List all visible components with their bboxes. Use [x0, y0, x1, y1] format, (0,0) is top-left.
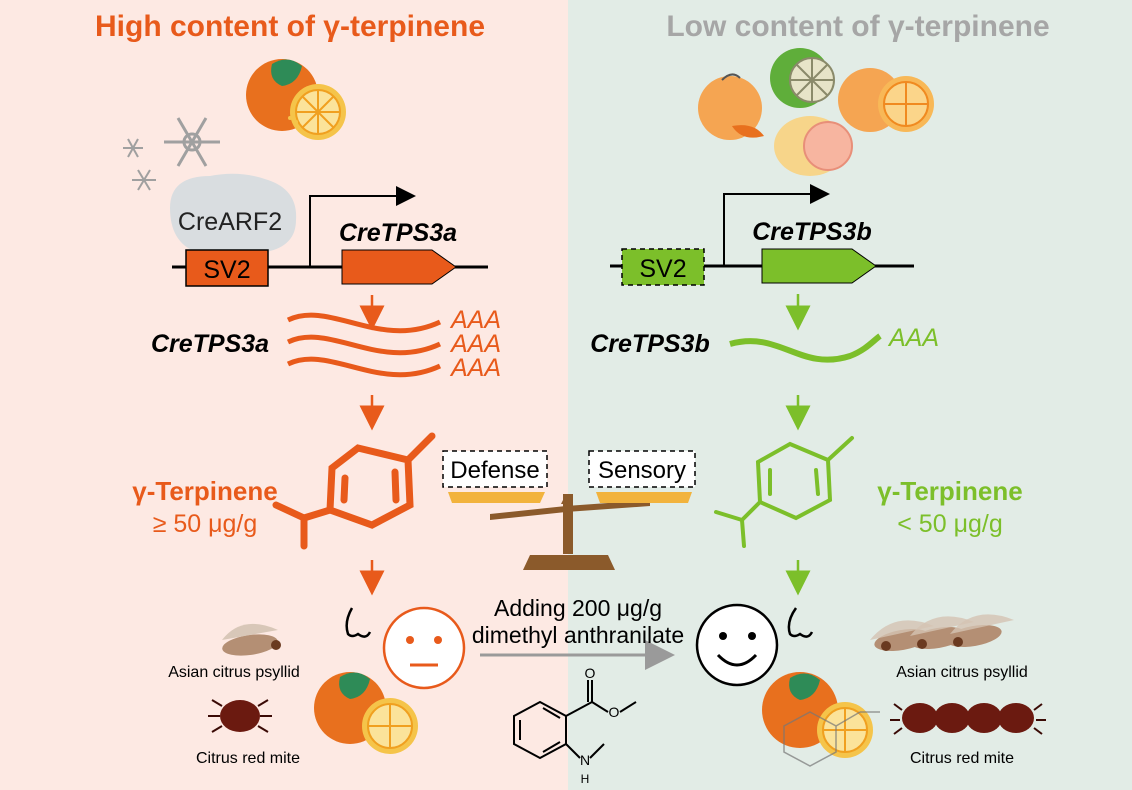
left-tss-arrow: [309, 186, 416, 267]
left-pest2-label: Citrus red mite: [196, 750, 300, 767]
sensory-box: [588, 450, 696, 488]
right-psyllid-icon: [870, 614, 1014, 651]
smiley-face-icon: [695, 603, 779, 687]
defense-label: Defense: [450, 457, 539, 484]
defense-box: [442, 450, 548, 488]
right-pest1-label: Asian citrus psyllid: [896, 664, 1028, 681]
left-panel-background: [0, 0, 568, 790]
left-psyllid-icon: [222, 623, 281, 656]
right-title: Low content of γ-terpinene: [666, 10, 1049, 43]
right-promoter-box: [621, 248, 705, 286]
right-compound-name: γ-Terpinene: [877, 476, 1022, 506]
right-bottom-orange-icon: [762, 672, 880, 767]
left-mite-icon: [208, 699, 272, 733]
left-compound-amount: ≥ 50 μg/g: [153, 510, 258, 538]
neutral-face-icon: [382, 606, 466, 690]
left-transcript-label: CreTPS3a: [151, 330, 269, 358]
dimethyl-anthranilate-structure: [513, 680, 637, 760]
right-gene-arrow: [761, 248, 877, 284]
right-tss-arrow: [723, 184, 830, 266]
left-bottom-orange-icon: [314, 672, 418, 754]
right-pest2-label: Citrus red mite: [910, 750, 1014, 767]
right-terpinene-structure: [714, 436, 854, 548]
right-compound-amount: < 50 μg/g: [897, 510, 1002, 538]
treatment-line1: Adding 200 μg/g: [494, 595, 662, 621]
left-promoter-label: SV2: [203, 256, 250, 284]
left-polyA-3: AAA: [449, 354, 501, 382]
orange-icon: [246, 59, 346, 140]
right-nose-icon: [787, 607, 814, 638]
left-compound-name: γ-Terpinene: [132, 476, 277, 506]
right-promoter-label: SV2: [639, 255, 686, 283]
right-transcript-label: CreTPS3b: [590, 330, 709, 358]
molecule-H: H: [581, 772, 590, 786]
left-nose-icon: [345, 607, 372, 638]
snowflake-icon: [123, 117, 220, 191]
left-pest1-label: Asian citrus psyllid: [168, 664, 300, 681]
left-polyA-1: AAA: [449, 306, 501, 334]
left-polyA-2: AAA: [449, 330, 501, 358]
left-terpinene-structure: [272, 432, 436, 550]
molecule-O2: O: [609, 704, 620, 720]
creARF2-blob: [170, 173, 297, 257]
left-promoter-box: [185, 249, 269, 287]
left-title: High content of γ-terpinene: [95, 10, 485, 43]
left-mrna-waves: [286, 312, 442, 378]
left-gene-arrow: [341, 249, 457, 285]
right-mite-icon: [890, 703, 1046, 735]
right-gene-name: CreTPS3b: [752, 218, 871, 246]
treatment-line2: dimethyl anthranilate: [472, 622, 684, 648]
citrus-fruits-icon: [698, 48, 934, 176]
sensory-label: Sensory: [598, 457, 686, 484]
balance-scale-icon: [448, 492, 692, 570]
factor-label: CreARF2: [178, 208, 282, 236]
molecule-O1: O: [585, 665, 596, 681]
molecule-N: N: [580, 752, 590, 768]
left-gene-name: CreTPS3a: [339, 219, 457, 247]
right-mrna-wave: [729, 333, 882, 363]
right-polyA: AAA: [887, 324, 939, 352]
